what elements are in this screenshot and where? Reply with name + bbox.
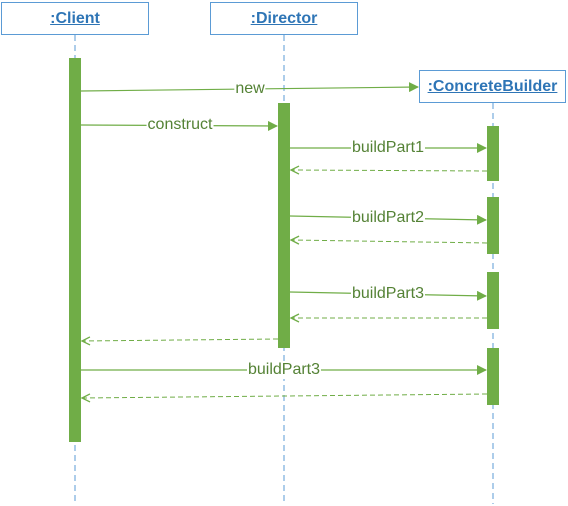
new-message-label: new xyxy=(234,80,266,98)
client-lifeline-header[interactable]: :Client xyxy=(1,2,149,35)
client-activation xyxy=(69,58,81,442)
client-lifeline-label: :Client xyxy=(50,9,100,27)
build-part-1-return-arrow xyxy=(291,170,488,171)
builder-activation-1 xyxy=(487,126,499,181)
director-activation xyxy=(278,103,290,348)
client-build-part-3-return-arrow xyxy=(82,394,488,398)
concrete-builder-lifeline-header[interactable]: :ConcreteBuilder xyxy=(419,70,566,103)
build-part-2-label: buildPart2 xyxy=(350,209,426,227)
concrete-builder-lifeline-label: :ConcreteBuilder xyxy=(427,77,558,95)
build-part-2-return-arrow xyxy=(291,240,488,243)
build-part-1-label: buildPart1 xyxy=(350,139,426,157)
builder-activation-3 xyxy=(487,272,499,329)
builder-activation-4 xyxy=(487,348,499,405)
construct-message-label: construct xyxy=(146,116,214,134)
construct-return-arrow xyxy=(82,339,279,341)
build-part-3-label: buildPart3 xyxy=(350,285,426,303)
director-lifeline-header[interactable]: :Director xyxy=(210,2,358,35)
director-lifeline-label: :Director xyxy=(250,9,318,27)
client-build-part-3-label: buildPart3 xyxy=(246,361,322,379)
builder-activation-2 xyxy=(487,197,499,254)
